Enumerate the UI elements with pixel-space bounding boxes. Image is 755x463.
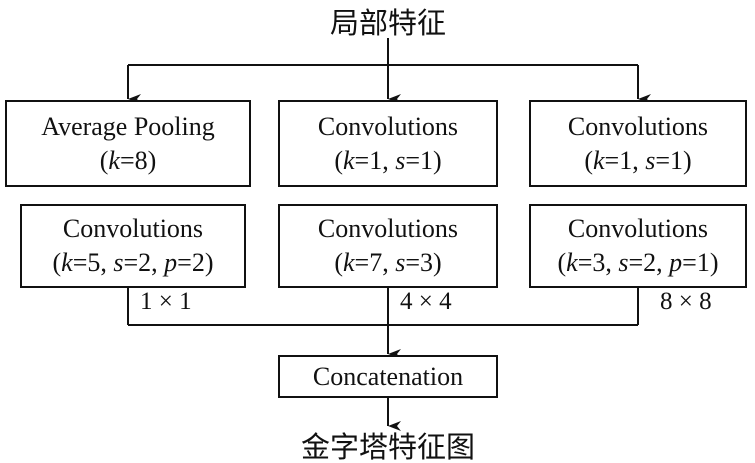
branch-2-top-box: Convolutions (k=1, s=1) (278, 100, 498, 187)
input-label: 局部特征 (329, 8, 447, 40)
branch-1-top-box: Average Pooling (k=8) (5, 100, 251, 187)
box-params: (k=1, s=1) (584, 145, 692, 175)
branch-1-bottom-box: Convolutions (k=5, s=2, p=2) (20, 204, 246, 288)
box-name: Convolutions (62, 214, 204, 243)
box-params: (k=7, s=3) (334, 248, 442, 277)
branch-3-top-box: Convolutions (k=1, s=1) (529, 100, 747, 187)
box-name: Convolutions (317, 111, 459, 141)
concatenation-box: Concatenation (278, 355, 498, 398)
box-name: Convolutions (567, 111, 709, 141)
box-params: (k=1, s=1) (334, 145, 442, 175)
box-name: Convolutions (567, 214, 709, 243)
branch-2-bottom-box: Convolutions (k=7, s=3) (278, 204, 498, 288)
box-name: Average Pooling (41, 111, 215, 141)
output-label: 金字塔特征图 (300, 432, 476, 463)
box-name: Concatenation (312, 361, 464, 391)
output-size-1: 1 × 1 (140, 288, 192, 315)
box-params: (k=8) (99, 145, 157, 175)
box-params: (k=5, s=2, p=2) (52, 248, 214, 277)
box-params: (k=3, s=2, p=1) (557, 248, 719, 277)
box-name: Convolutions (317, 214, 459, 243)
output-size-2: 4 × 4 (400, 288, 452, 315)
output-size-3: 8 × 8 (660, 288, 712, 315)
branch-3-bottom-box: Convolutions (k=3, s=2, p=1) (529, 204, 747, 288)
